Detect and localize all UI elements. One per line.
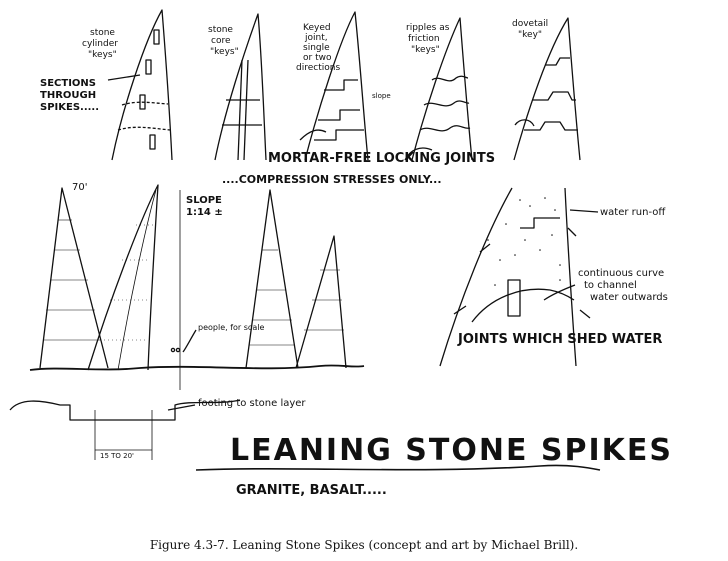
- leaning-spike-main: [87, 184, 159, 371]
- pointer-arrow-4: [514, 119, 535, 127]
- label-ripples-keys: ripples as friction "keys": [406, 23, 452, 55]
- footing-pointer: [167, 404, 196, 411]
- label-continuous-curve: continuous curve to channel water outwar…: [578, 268, 668, 303]
- main-title: LEANING STONE SPIKES: [230, 433, 673, 468]
- section-spike-3: [304, 11, 369, 161]
- title-underline: [195, 464, 601, 471]
- runoff-pointer: [569, 209, 599, 213]
- pointer-arrow-3: [404, 147, 433, 161]
- label-sections-through-spikes: SECTIONS THROUGH SPIKES.....: [40, 78, 100, 113]
- pointer-arrow-2: [299, 129, 327, 141]
- water-shedding-spike: [439, 187, 577, 367]
- section-spike-2: [214, 13, 267, 161]
- section-spike-1: [111, 9, 173, 161]
- water-arrow-left-2: [453, 305, 467, 315]
- distant-spike-right-short: [295, 235, 347, 369]
- label-water-runoff: water run-off: [600, 207, 666, 218]
- label-height-70ft: 70': [72, 182, 87, 193]
- person-figure-1: [170, 347, 176, 353]
- label-compression-only: ....COMPRESSION STRESSES ONLY...: [222, 173, 442, 186]
- footing-outline: [9, 399, 241, 421]
- ground-line: [29, 364, 365, 371]
- people-pointer: [182, 329, 197, 353]
- label-joints-shed-water: JOINTS WHICH SHED WATER: [457, 332, 662, 347]
- water-arrow-right-2: [579, 309, 591, 319]
- subtitle-materials: GRANITE, BASALT.....: [236, 483, 387, 498]
- label-dovetail-key: dovetail "key": [512, 19, 551, 40]
- water-arrow-left-1: [479, 243, 491, 253]
- water-arrow-right-1: [567, 227, 577, 237]
- distant-spike-right-tall: [245, 189, 299, 369]
- label-footing: footing to stone layer: [198, 398, 306, 409]
- label-base-width: 15 TO 20': [100, 452, 134, 460]
- label-stone-core-keys: stone core "keys": [208, 25, 239, 57]
- pointer-arrow-1: [107, 74, 141, 81]
- curve-pointer: [543, 284, 576, 301]
- figure-caption: Figure 4.3-7. Leaning Stone Spikes (conc…: [149, 538, 579, 552]
- section-spike-4: [411, 17, 473, 161]
- label-people-for-scale: people, for scale: [198, 323, 264, 332]
- person-figure-2: [175, 347, 181, 353]
- section-spike-5: [513, 17, 581, 161]
- label-slope-ratio: SLOPE 1:14 ±: [186, 195, 225, 218]
- label-mortar-free-joints: MORTAR-FREE LOCKING JOINTS: [268, 151, 495, 166]
- label-keyed-joint: Keyed joint, single or two directions: [296, 23, 340, 73]
- label-stone-cylinder-keys: stone cylinder "keys": [82, 28, 121, 60]
- label-slope-small: slope: [372, 92, 391, 100]
- distant-spike-left: [39, 187, 109, 369]
